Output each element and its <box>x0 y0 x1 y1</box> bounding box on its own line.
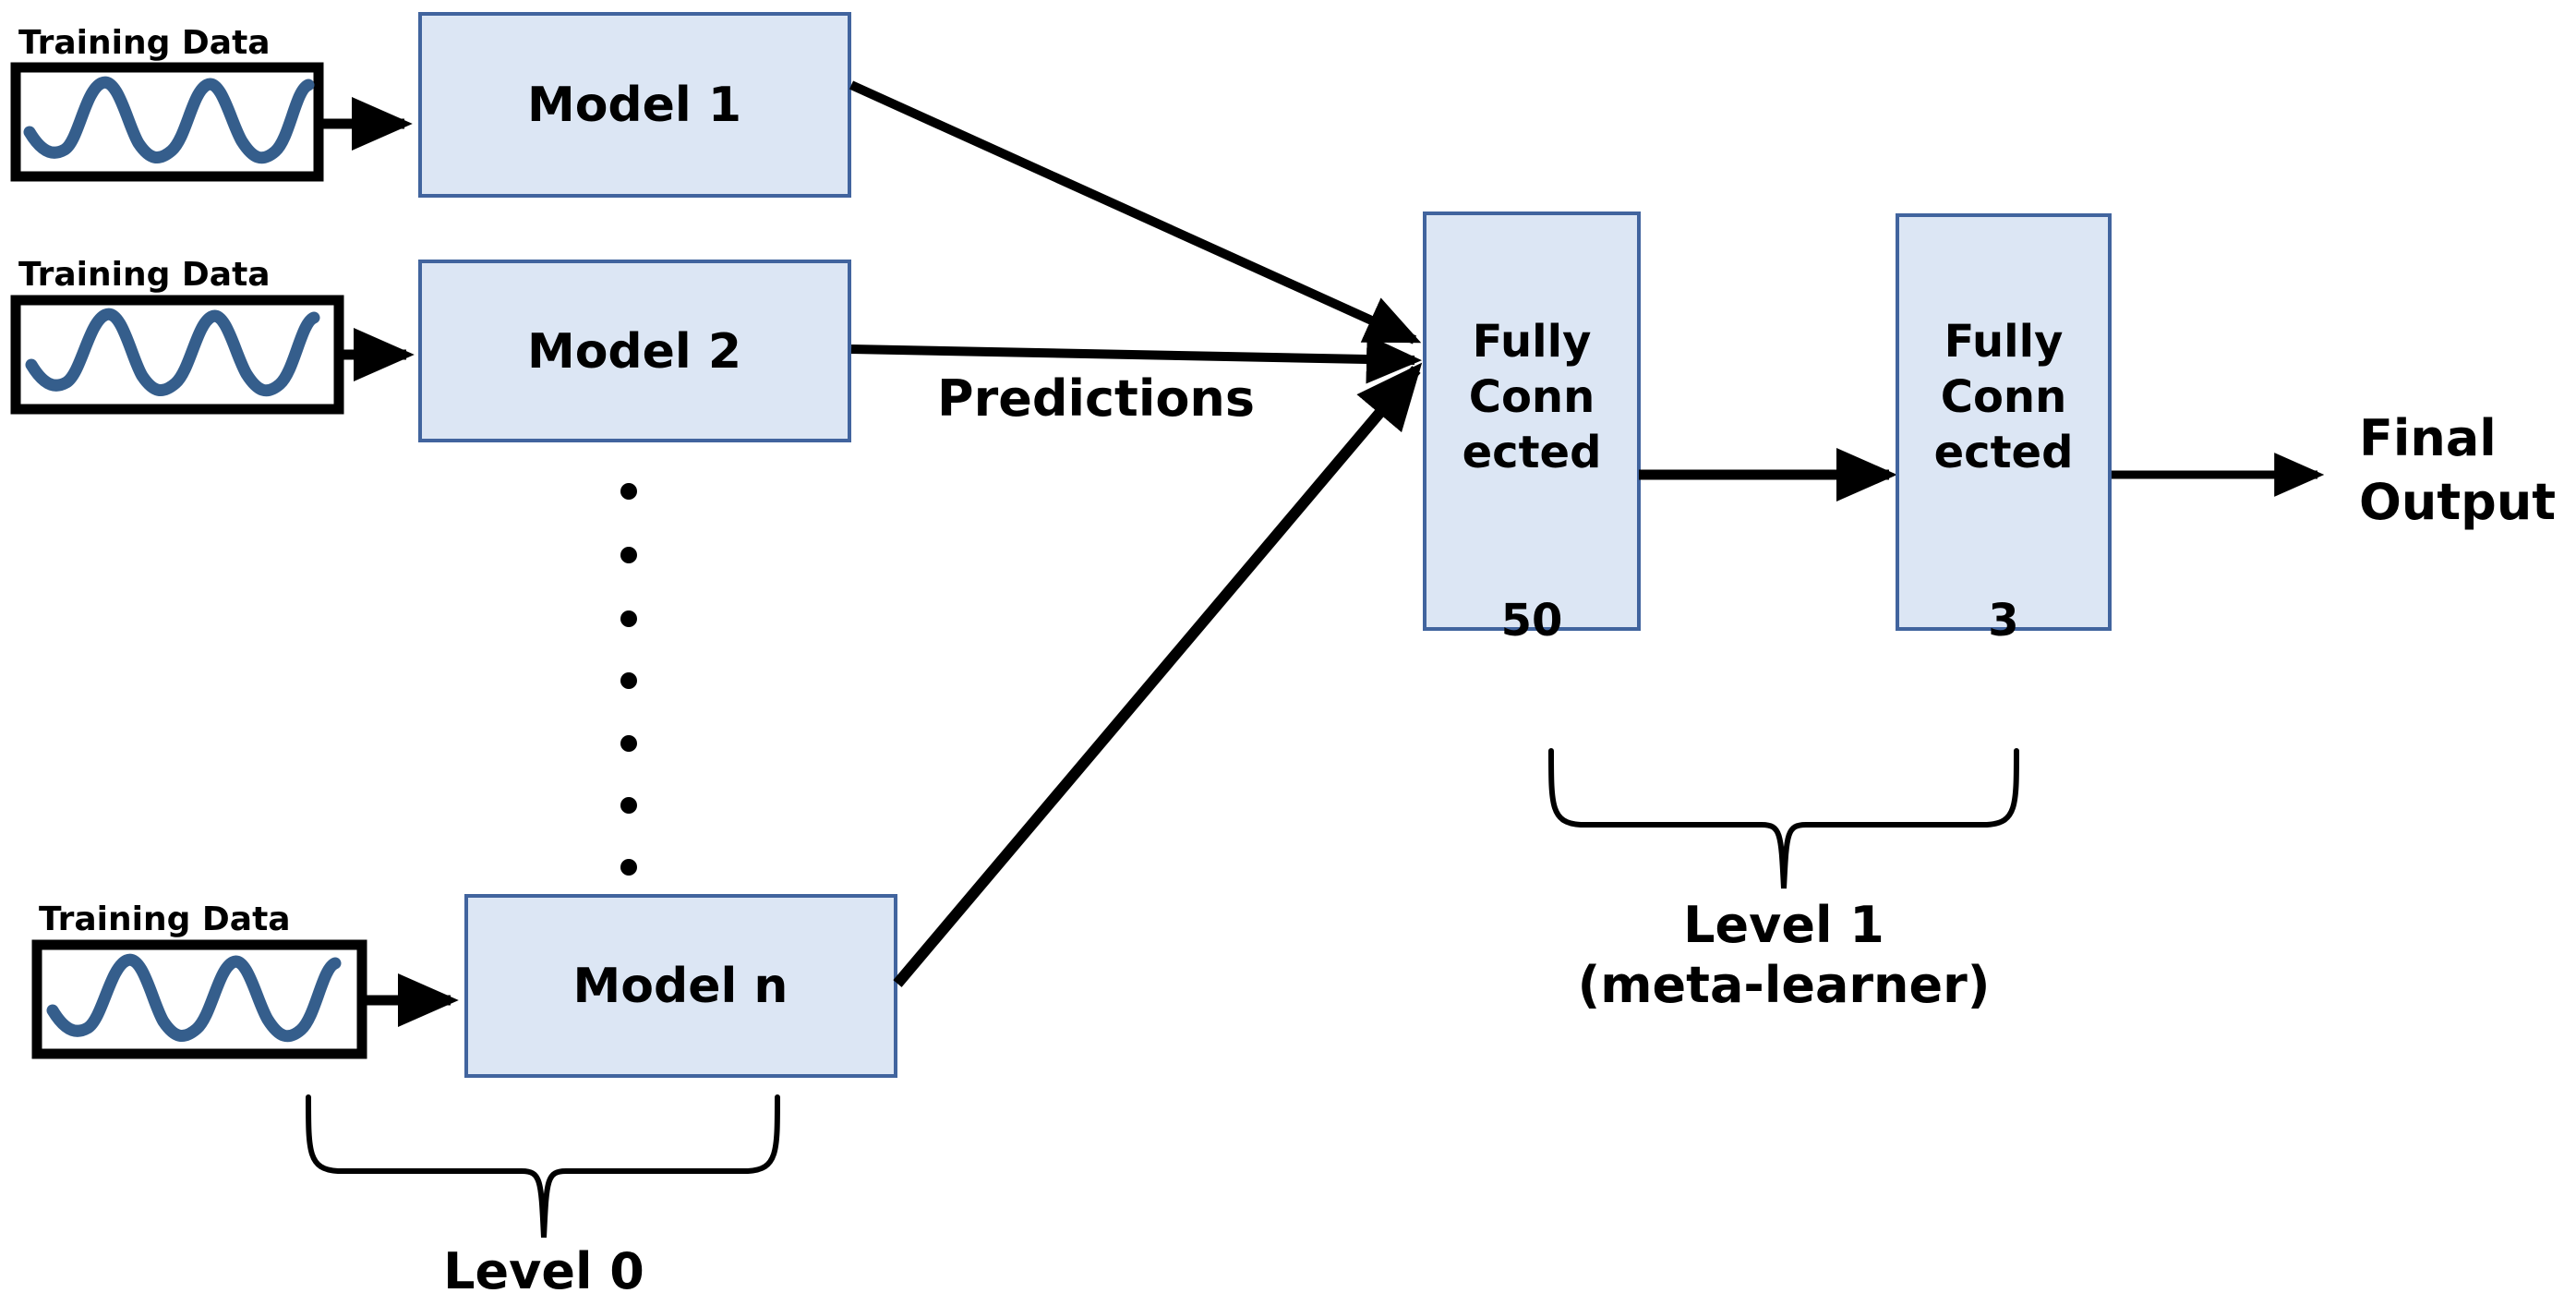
training-data-label-2: Training Data <box>18 256 271 294</box>
model-box-2[interactable] <box>418 260 851 442</box>
fc-box-2[interactable] <box>1896 213 2112 631</box>
level1-layer-1: Fully Conn ected 50 <box>1423 211 1641 646</box>
fc-label-1-line2: Conn <box>1469 371 1595 423</box>
training-data-waveform-3 <box>46 953 342 1043</box>
model-label-1: Model 1 <box>527 78 741 133</box>
ellipsis-dot <box>620 797 637 814</box>
training-data-waveform-1 <box>23 76 315 164</box>
arrow-model-1-to-fc1 <box>849 80 1422 344</box>
model-label-n: Model n <box>573 959 788 1014</box>
vertical-ellipsis <box>620 483 637 876</box>
predictions-label: Predictions <box>937 369 1255 428</box>
fc-label-2-line1: Fully <box>1944 316 2064 368</box>
level1-brace <box>1548 748 2019 889</box>
arrow-model-2-to-fc1 <box>850 334 1422 384</box>
final-output-label-line2: Output <box>2359 473 2556 531</box>
final-output-label-line1: Final <box>2359 409 2497 467</box>
model-box-n[interactable] <box>464 894 897 1078</box>
fc-units-1: 50 <box>1501 595 1563 646</box>
ellipsis-dot <box>620 547 637 563</box>
level1-label-line1: Level 1 <box>1683 896 1884 954</box>
fc-label-2-line3: ected <box>1934 427 2074 478</box>
training-data-label-3: Training Data <box>39 900 291 938</box>
prediction-arrows: Predictions <box>849 80 1423 987</box>
ellipsis-dot <box>620 672 637 689</box>
training-data-label-1: Training Data <box>18 24 271 62</box>
fc-units-2: 3 <box>1988 595 2018 646</box>
fc-label-1-line3: ected <box>1463 427 1602 478</box>
level0-row-1: Training Data Model 1 <box>10 12 851 198</box>
level0-brace-group: Level 0 <box>306 1094 780 1293</box>
level1-label-line2: (meta-learner) <box>1578 956 1991 1014</box>
level0-row-2: Training Data Model 2 <box>10 256 851 442</box>
level1-layer-2: Fully Conn ected 3 <box>1896 213 2112 646</box>
training-data-waveform-2 <box>25 308 320 397</box>
arrow-model-n-to-fc1 <box>893 362 1423 987</box>
ellipsis-dot <box>620 735 637 752</box>
fc-label-2-line2: Conn <box>1941 371 2067 423</box>
training-data-plot-frame-2 <box>10 295 344 415</box>
ellipsis-dot <box>620 610 637 627</box>
level1-brace-group: Level 1 (meta-learner) <box>1548 748 2019 1014</box>
model-label-2: Model 2 <box>527 324 741 380</box>
model-box-1[interactable] <box>418 12 851 198</box>
ellipsis-dot <box>620 859 637 876</box>
ellipsis-dot <box>620 483 637 500</box>
level0-label: Level 0 <box>443 1242 644 1293</box>
level0-row-3: Training Data Model n <box>31 894 897 1078</box>
level0-brace <box>306 1094 780 1239</box>
fc-label-1-line1: Fully <box>1473 316 1592 368</box>
fc-box-1[interactable] <box>1423 211 1641 631</box>
